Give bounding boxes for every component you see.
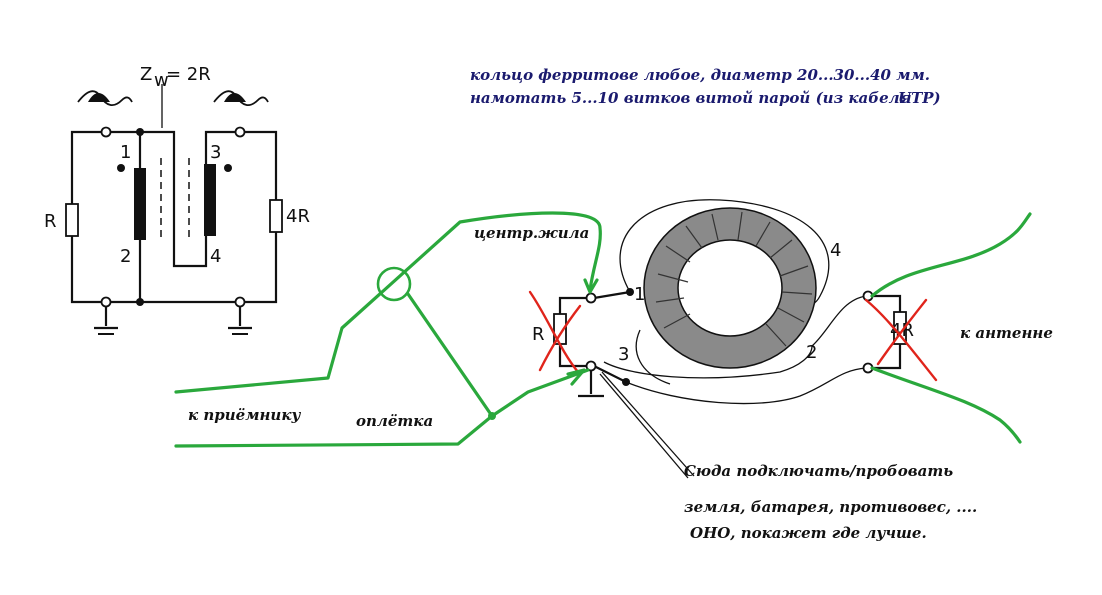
input-waveform — [77, 90, 133, 106]
impedance-label: Z — [140, 64, 152, 85]
output-waveform — [213, 90, 269, 106]
input-waveform-fill — [88, 93, 110, 102]
ground-left-icon — [94, 306, 118, 335]
ground-right-icon — [228, 306, 252, 335]
resistor-4r-label: 4R — [286, 206, 310, 227]
transformer-schematic: Z w = 2R 1 2 3 4 R 4R — [44, 64, 310, 335]
impedance-subscript: w — [154, 70, 169, 91]
output-waveform-fill — [224, 93, 246, 102]
input-terminal-block: R — [532, 288, 634, 398]
pin-4-label: 4 — [210, 246, 221, 267]
resistor-4r — [269, 199, 283, 233]
coil-label-1: 1 — [634, 284, 645, 305]
cable-cut-marker — [376, 266, 412, 302]
pin-1-label: 1 — [120, 142, 131, 163]
pin-2-label: 2 — [120, 246, 131, 267]
winding-secondary — [204, 164, 216, 236]
resistor-r-label: R — [44, 211, 57, 232]
coil-label-3: 3 — [618, 344, 629, 365]
instruction-line-3: ОНО, покажет где лучше. — [690, 524, 927, 542]
impedance-value: = 2R — [166, 64, 211, 85]
ground-icon — [578, 370, 604, 398]
ferrite-toroid — [603, 199, 830, 385]
red-cross-right — [864, 298, 938, 382]
note-utp: UTP) — [898, 89, 941, 107]
coil-label-2: 2 — [806, 342, 817, 363]
instruction-line-2: земля, батарея, противовес, .... — [684, 498, 977, 516]
braid-label: оплётка — [356, 412, 433, 430]
coil-label-4: 4 — [830, 240, 841, 261]
instruction-line-1: Сюда подключать/пробовать — [684, 462, 953, 480]
wiring-resistor-r-label: R — [532, 324, 545, 345]
note-winding: намотать 5...10 витков витой парой (из к… — [470, 89, 912, 107]
coax-cable — [174, 211, 602, 448]
winding-primary — [134, 168, 146, 240]
note-ring: кольцо ферритове любое, диаметр 20...30.… — [470, 66, 930, 84]
to-antenna-label: к антенне — [960, 324, 1053, 342]
to-receiver-label: к приёмнику — [188, 406, 301, 424]
resistor-r — [65, 203, 79, 237]
center-core-label: центр.жила — [474, 224, 589, 242]
red-cross-left — [528, 290, 582, 374]
antenna-wires — [870, 212, 1032, 444]
pin-3-label: 3 — [210, 142, 221, 163]
